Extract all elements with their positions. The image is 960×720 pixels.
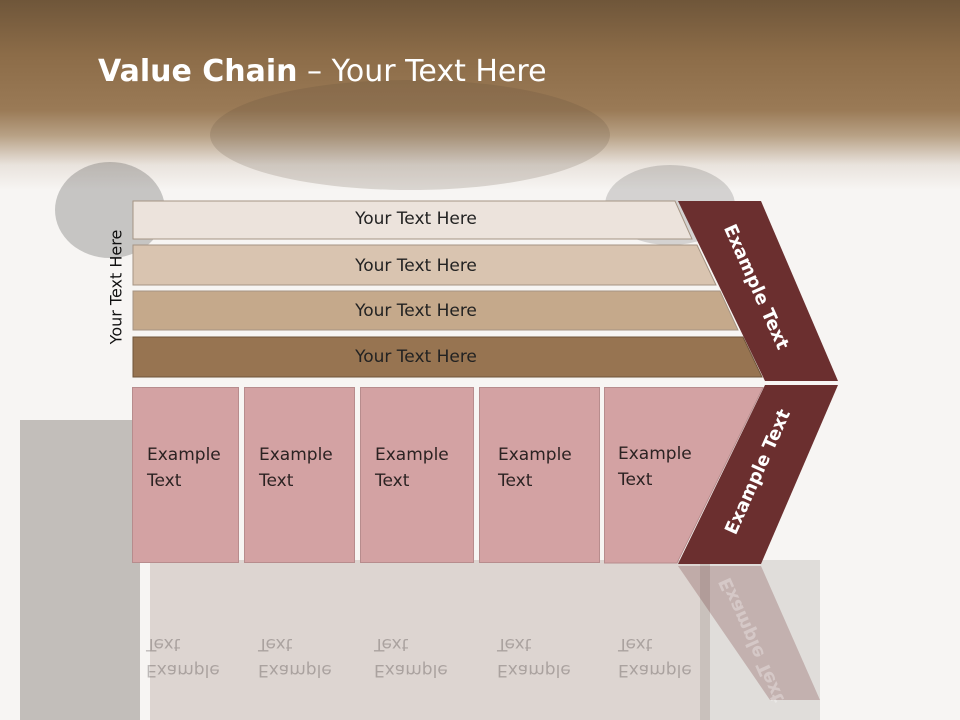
box-5-reflection: Example Text (604, 565, 704, 715)
box-5-reflection-line-2: Text (618, 634, 653, 654)
title-rest: – Your Text Here (297, 54, 547, 89)
band-2-label: Your Text Here (355, 256, 477, 276)
slide-title: Value Chain – Your Text Here (98, 54, 547, 89)
box-4-line-2: Text (498, 471, 533, 491)
chevron-upper (678, 201, 838, 381)
box-3-line-2: Text (375, 471, 410, 491)
chevron-lower (678, 385, 838, 564)
box-1-line-2: Text (147, 471, 182, 491)
box-2-line-2: Text (259, 471, 294, 491)
box-1-line-1: Example (147, 445, 221, 465)
band-1-label: Your Text Here (355, 209, 477, 229)
box-4-line-1: Example (498, 445, 572, 465)
box-2-line-1: Example (259, 445, 333, 465)
box-1-reflection-line-1: Example (146, 660, 220, 680)
box-3-reflection-line-2: Text (374, 634, 409, 654)
box-4-reflection-line-1: Example (497, 660, 571, 680)
title-bold: Value Chain (98, 54, 298, 89)
box-1-reflection: Example Text (132, 565, 239, 715)
box-2-reflection-line-1: Example (258, 660, 332, 680)
activity-box-5-shape (604, 387, 764, 564)
box-3-reflection: Example Text (360, 565, 474, 715)
header-band (0, 0, 960, 190)
band-3-label: Your Text Here (355, 301, 477, 321)
band-3 (132, 290, 739, 331)
box-1-reflection-line-2: Text (146, 634, 181, 654)
band-4 (132, 336, 763, 378)
chevron-reflection (678, 566, 820, 700)
box-5-line-1: Example (618, 444, 692, 464)
box-2-reflection: Example Text (244, 565, 355, 715)
box-3-reflection-line-1: Example (374, 660, 448, 680)
box-4-reflection-line-2: Text (497, 634, 532, 654)
band-2 (132, 244, 717, 286)
band-1 (132, 200, 693, 240)
box-4-reflection: Example Text (479, 565, 600, 715)
box-5-line-2: Text (618, 470, 653, 490)
band-4-label: Your Text Here (355, 347, 477, 367)
box-2-reflection-line-2: Text (258, 634, 293, 654)
box-3-line-1: Example (375, 445, 449, 465)
box-5-reflection-line-1: Example (618, 660, 692, 680)
